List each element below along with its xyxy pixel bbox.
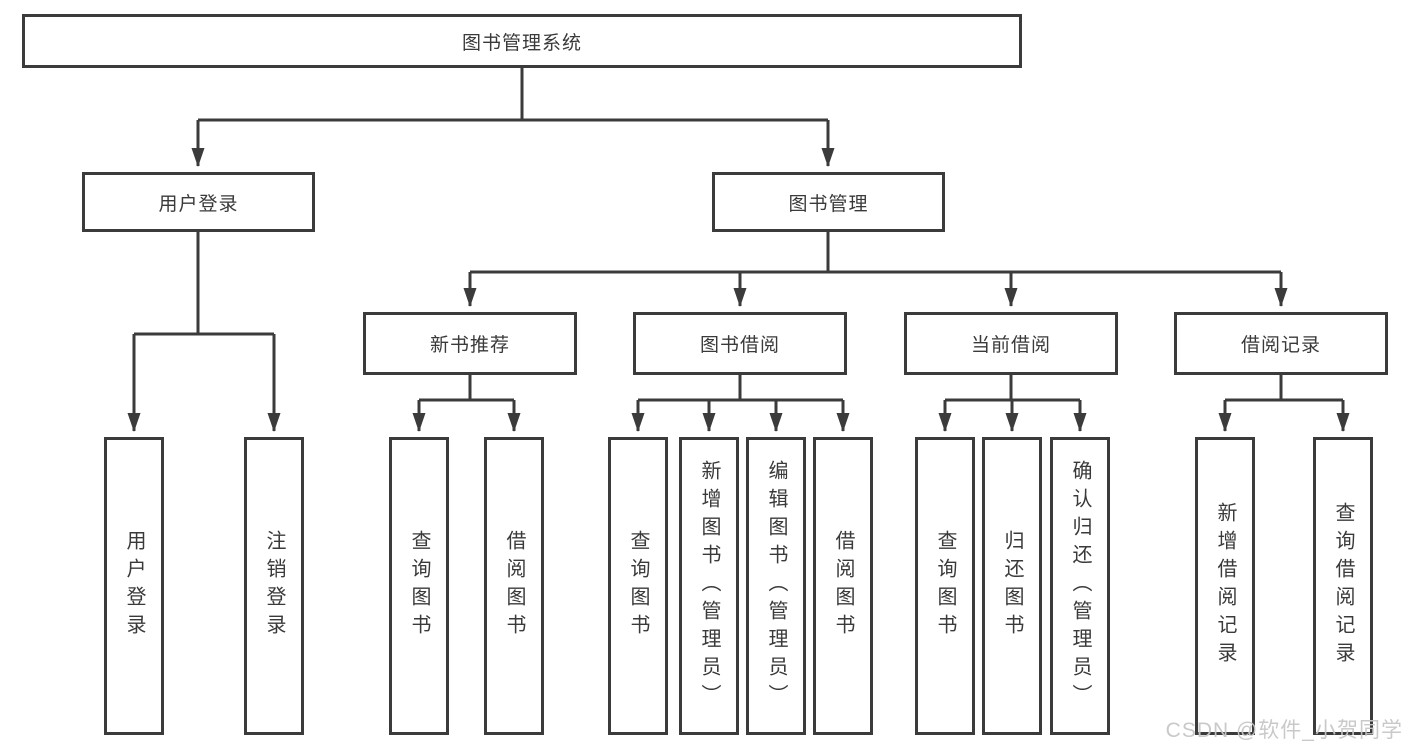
node-label: 图书管理 — [788, 193, 869, 215]
leaf-label: 新增图书（管理员） — [698, 460, 720, 712]
leaf-query-books: 查询图书 — [389, 437, 449, 735]
leaf-label: 查询借阅记录 — [1332, 502, 1354, 670]
node-user-login: 用户登录 — [82, 172, 315, 232]
node-library-management-system: 图书管理系统 — [22, 14, 1022, 68]
node-label: 借阅记录 — [1240, 335, 1321, 356]
leaf-label: 确认归还（管理员） — [1069, 460, 1091, 712]
leaf-user-login: 用户登录 — [104, 437, 164, 735]
leaf-label: 编辑图书（管理员） — [765, 460, 787, 712]
leaf-label: 新增借阅记录 — [1214, 502, 1236, 670]
leaf-edit-books-admin: 编辑图书（管理员） — [746, 437, 806, 735]
leaf-borrow-books: 借阅图书 — [813, 437, 873, 735]
leaf-query-books: 查询图书 — [915, 437, 975, 735]
leaf-return-books: 归还图书 — [982, 437, 1042, 735]
leaf-label: 查询图书 — [627, 530, 649, 642]
leaf-query-borrow-record: 查询借阅记录 — [1313, 437, 1373, 735]
leaf-logout: 注销登录 — [244, 437, 304, 735]
node-label: 新书推荐 — [429, 335, 510, 356]
csdn-watermark: CSDN @软件_小贺同学 — [1165, 719, 1403, 742]
leaf-label: 查询图书 — [934, 530, 956, 642]
leaf-query-books: 查询图书 — [608, 437, 668, 735]
leaf-add-borrow-record: 新增借阅记录 — [1195, 437, 1255, 735]
leaf-add-books-admin: 新增图书（管理员） — [679, 437, 739, 735]
leaf-label: 用户登录 — [123, 530, 145, 642]
leaf-borrow-books: 借阅图书 — [484, 437, 544, 735]
node-label: 用户登录 — [158, 193, 239, 215]
leaf-label: 借阅图书 — [503, 530, 525, 642]
node-label: 图书管理系统 — [461, 32, 582, 54]
leaf-label: 查询图书 — [408, 530, 430, 642]
node-new-book-recommendation: 新书推荐 — [363, 312, 577, 375]
node-label: 当前借阅 — [970, 335, 1051, 356]
node-borrowing-records: 借阅记录 — [1174, 312, 1388, 375]
node-label: 图书借阅 — [699, 335, 780, 356]
node-current-borrowing: 当前借阅 — [904, 312, 1118, 375]
leaf-label: 归还图书 — [1001, 530, 1023, 642]
leaf-confirm-return-admin: 确认归还（管理员） — [1050, 437, 1110, 735]
leaf-label: 借阅图书 — [832, 530, 854, 642]
leaf-label: 注销登录 — [263, 530, 285, 642]
node-book-borrowing: 图书借阅 — [633, 312, 847, 375]
node-book-management: 图书管理 — [712, 172, 945, 232]
